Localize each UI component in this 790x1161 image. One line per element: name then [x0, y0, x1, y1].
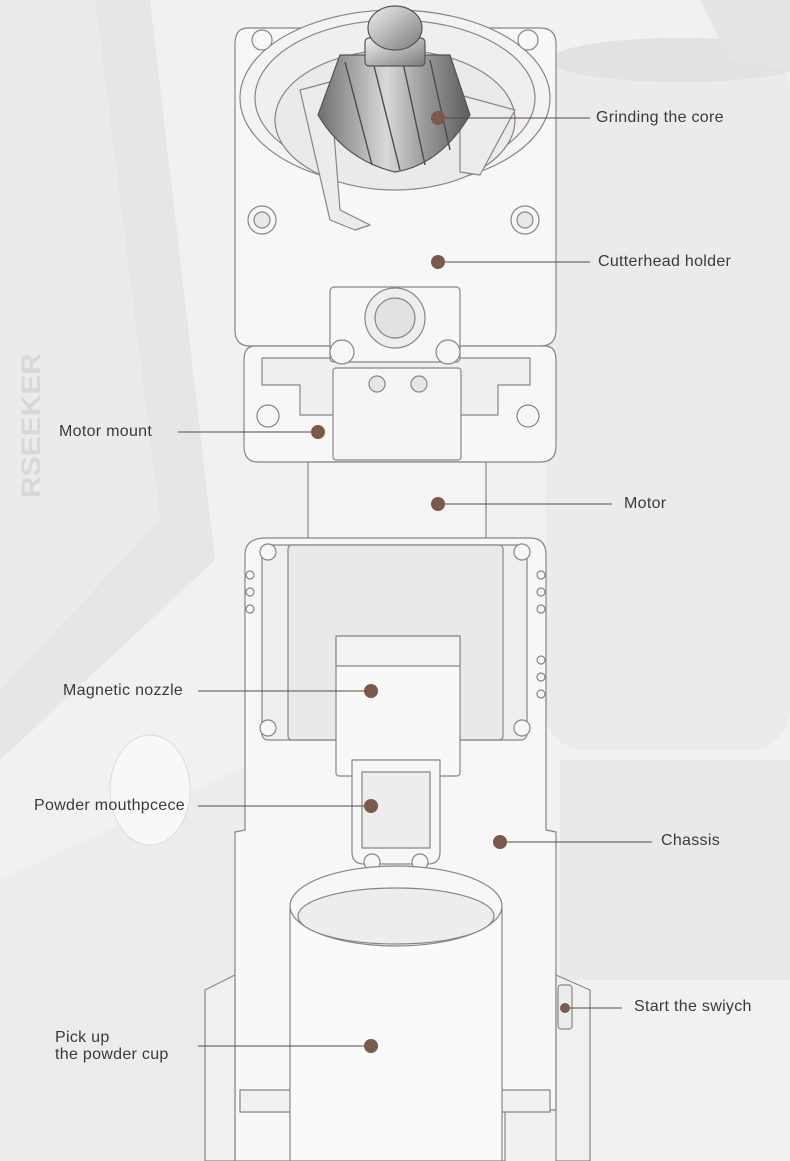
label-chassis: Chassis — [661, 832, 721, 849]
motor-part — [307, 461, 487, 543]
label-start-switch: Start the swiych — [634, 998, 752, 1015]
callout-dot — [493, 835, 507, 849]
callout-dot — [431, 497, 445, 511]
brand-watermark: RSEEKER — [16, 353, 46, 498]
label-motor: Motor — [624, 495, 667, 512]
label-powder-mouthpiece: Powder mouthpcece — [34, 797, 185, 814]
label-powder-cup: Pick up the powder cup — [55, 1029, 169, 1063]
callout-dot — [364, 799, 378, 813]
callout-dot — [431, 111, 445, 125]
callout-dot — [364, 1039, 378, 1053]
label-cutterhead-holder: Cutterhead holder — [598, 253, 732, 270]
callout-markers — [178, 111, 652, 1053]
callout-dot — [431, 255, 445, 269]
label-magnetic-nozzle: Magnetic nozzle — [63, 682, 184, 699]
powder-cup-part — [289, 865, 503, 1161]
label-grinding-core: Grinding the core — [596, 109, 724, 126]
magnetic-nozzle-part — [335, 635, 461, 777]
label-motor-mount: Motor mount — [59, 423, 153, 440]
grinding-core-part — [317, 5, 471, 173]
callout-dot — [311, 425, 325, 439]
callout-dot — [560, 1003, 570, 1013]
callout-dot — [364, 684, 378, 698]
powder-mouthpiece-part — [351, 759, 441, 871]
